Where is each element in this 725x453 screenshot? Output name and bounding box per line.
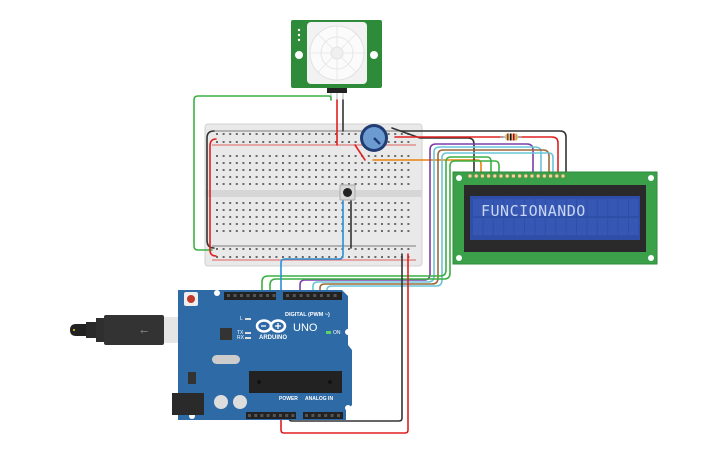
power-header: [246, 412, 296, 419]
analog-header: [303, 412, 343, 419]
voltage-regulator: [188, 372, 196, 384]
power-jack[interactable]: [172, 393, 204, 415]
on-led: [326, 331, 331, 334]
usb-icon: ⭠: [140, 326, 148, 337]
digital-header-high: [224, 292, 276, 300]
lcd-pin-header: [467, 173, 566, 179]
analog-label: ANALOG IN: [305, 396, 333, 402]
on-label: ON: [333, 330, 341, 336]
lcd-display-text: FUNCIONANDO: [481, 202, 586, 220]
breadboard-holes: [216, 133, 410, 258]
wire-pir-signal[interactable]: [193, 95, 332, 251]
usb-chip: [220, 328, 232, 340]
mount-hole: [345, 329, 351, 335]
mount-hole: [648, 175, 654, 181]
crystal: [212, 355, 240, 364]
atmega-chip: [249, 371, 342, 393]
pushbutton[interactable]: [339, 184, 356, 201]
rx-led: [245, 337, 251, 339]
rx-label: RX: [237, 335, 245, 341]
wires: [193, 95, 567, 434]
digital-header-low: [283, 292, 342, 300]
wire-lcd-rs[interactable]: [261, 156, 492, 296]
mount-hole: [370, 51, 378, 59]
mount-hole: [345, 405, 351, 411]
potentiometer[interactable]: [360, 124, 388, 152]
l-led: [245, 318, 251, 320]
breadboard[interactable]: [204, 123, 423, 267]
capacitor: [233, 395, 247, 409]
arduino-logo-icon: [255, 319, 287, 333]
mount-hole: [295, 51, 303, 59]
mount-hole: [648, 255, 654, 261]
digital-label: DIGITAL (PWM ~): [285, 312, 330, 318]
breadboard-channel: [205, 190, 422, 197]
pir-sensor[interactable]: [291, 20, 382, 100]
arduino-model-label: UNO: [293, 322, 318, 334]
wire-lcd-e[interactable]: [269, 160, 500, 296]
arduino-brand-label: ARDUINO: [259, 335, 287, 341]
wire-5v[interactable]: [280, 253, 409, 434]
wire-button-signal[interactable]: [280, 199, 344, 296]
wire-lcd-d4[interactable]: [299, 143, 534, 296]
mount-hole: [214, 290, 220, 296]
arduino-uno[interactable]: DIGITAL (PWM ~) ARDUINO UNO ON L TX RX: [172, 290, 352, 420]
tx-led: [245, 332, 251, 334]
pir-header: [327, 88, 347, 93]
mount-hole: [456, 255, 462, 261]
l-label: L: [240, 316, 243, 322]
mount-hole: [456, 175, 462, 181]
power-label: POWER: [279, 396, 298, 402]
resistor[interactable]: [500, 133, 522, 141]
capacitor: [214, 395, 228, 409]
lcd-16x2[interactable]: FUNCIONANDO: [452, 171, 658, 265]
lcd-cells: [473, 199, 639, 235]
tx-label: TX: [237, 330, 244, 336]
usb-plug: [104, 315, 164, 345]
